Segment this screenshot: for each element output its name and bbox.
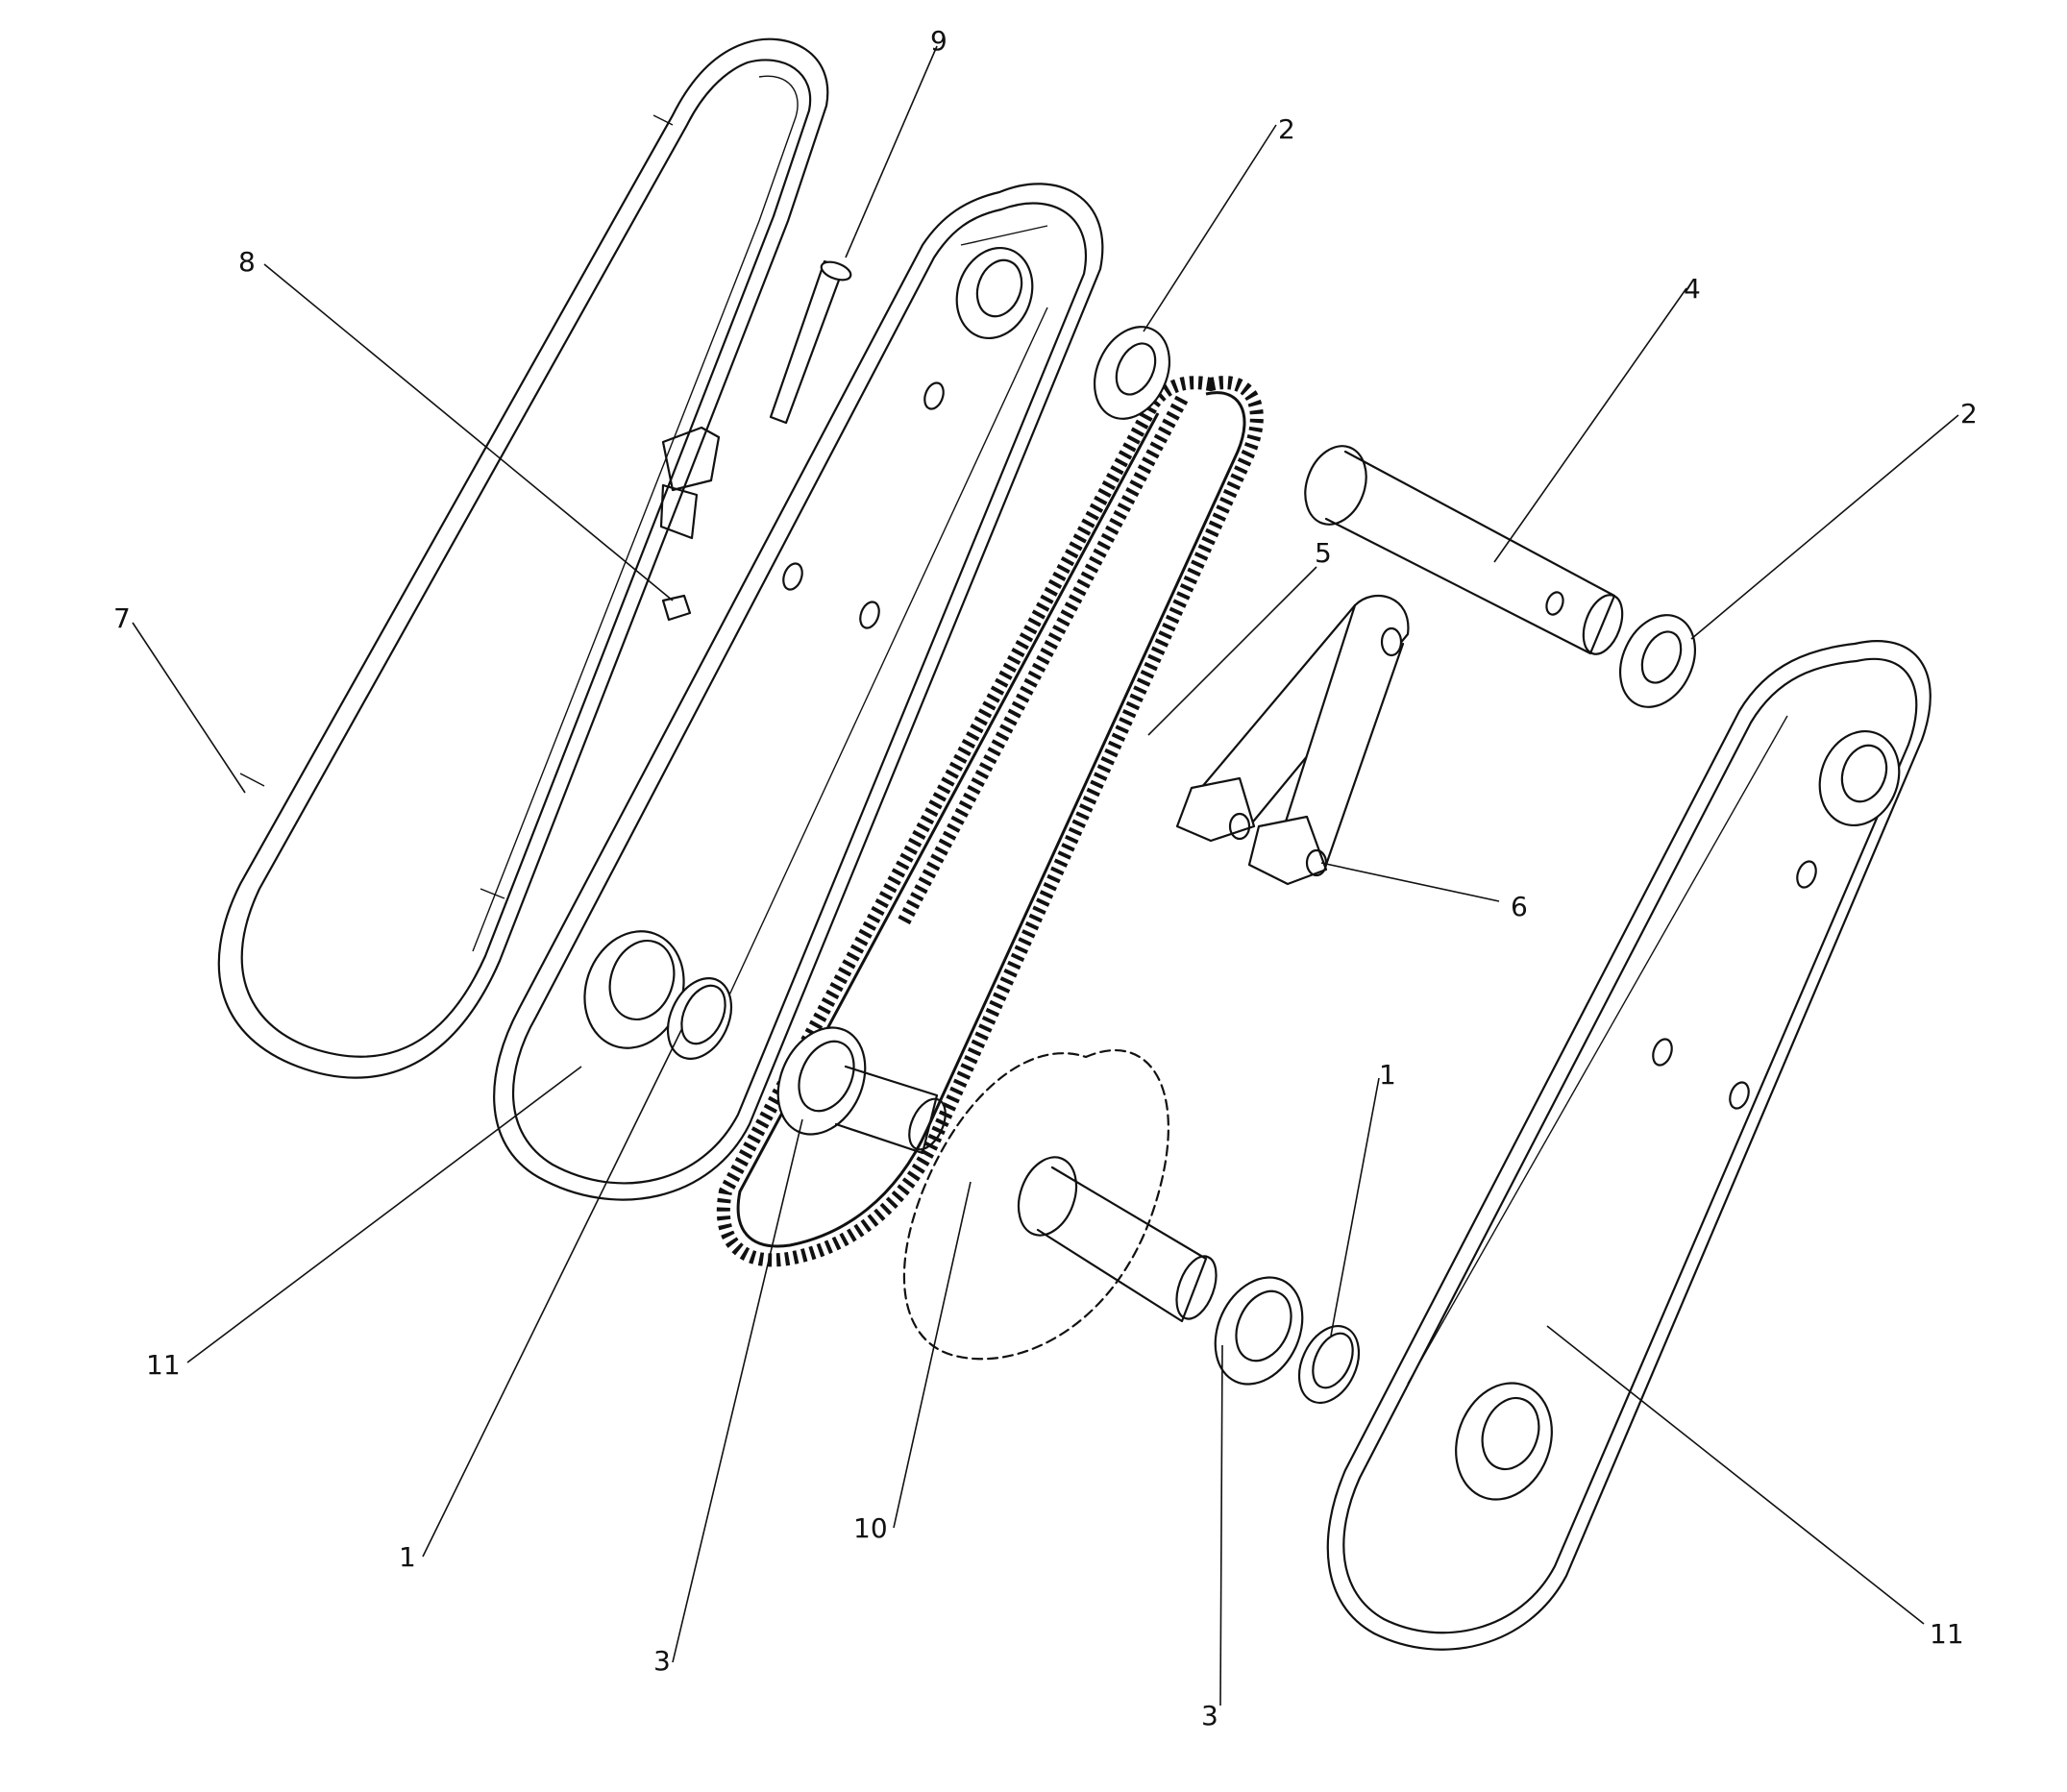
callout-2-right: 2 (1960, 398, 1978, 430)
lower-shaft (1017, 1156, 1218, 1323)
callout-2-upper: 2 (1278, 113, 1295, 145)
part-11-left-case-plate (493, 183, 1104, 1201)
callout-3-left: 3 (653, 1645, 671, 1677)
callout-labels: 9 2 8 4 2 7 5 6 1 11 1 10 3 11 3 (113, 25, 1978, 1731)
callout-9: 9 (930, 25, 947, 57)
part-2-upper-washer (1094, 326, 1170, 420)
callout-10: 10 (853, 1512, 888, 1544)
leader-lines (132, 45, 1959, 1706)
part-3-lower-bearing (1214, 1276, 1304, 1386)
part-1-right-spacer (1297, 1325, 1361, 1404)
part-1-left-spacer (666, 977, 733, 1060)
callout-1-left: 1 (399, 1541, 416, 1573)
part-2-lower-washer (1619, 614, 1696, 708)
callout-6: 6 (1511, 891, 1528, 922)
part-11-right-case-plate (1326, 640, 1932, 1651)
part-9-pin (769, 259, 852, 425)
callout-7: 7 (113, 602, 131, 634)
callout-4: 4 (1684, 273, 1701, 305)
part-6-tensioner-arm (1175, 594, 1410, 886)
part-8-key (661, 594, 692, 622)
part-4-shaft (1304, 445, 1624, 655)
callout-1-right: 1 (1379, 1059, 1396, 1091)
part-7-belt (217, 37, 829, 1079)
callout-5: 5 (1315, 537, 1332, 569)
callout-11-left: 11 (146, 1349, 181, 1381)
callout-8: 8 (238, 246, 256, 278)
callout-11-right: 11 (1930, 1618, 1964, 1650)
part-3-upper-bearing (776, 1026, 947, 1155)
callout-3-right: 3 (1201, 1700, 1218, 1731)
